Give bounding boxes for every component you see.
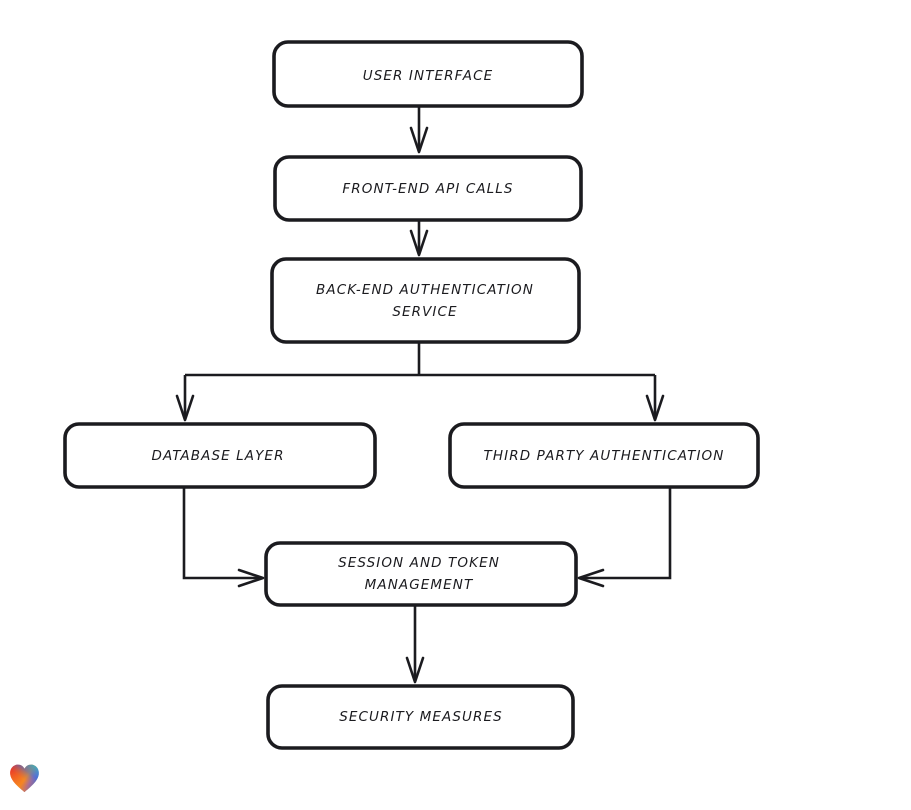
node-backend-auth-service-label-line1: BACK-END AUTHENTICATION — [316, 282, 534, 298]
edge-ui-to-frontend — [409, 106, 429, 154]
node-third-party-auth-shape[interactable] — [448, 422, 760, 489]
node-layer: USER INTERFACE FRONT-END API CALLS BACK-… — [63, 40, 760, 750]
node-security-measures-label: SECURITY MEASURES — [339, 709, 503, 725]
edge-thirdparty-to-session — [577, 487, 672, 588]
node-session-token-mgmt-label-line1: SESSION AND TOKEN — [338, 555, 500, 571]
edge-session-to-security — [405, 605, 425, 684]
node-backend-auth-service[interactable]: BACK-END AUTHENTICATION SERVICE — [270, 257, 581, 344]
node-frontend-api-calls-shape[interactable] — [273, 155, 583, 222]
node-session-token-mgmt-label-line2: MANAGEMENT — [365, 577, 474, 593]
node-backend-auth-service-label-line2: SERVICE — [392, 304, 457, 320]
edge-backend-to-database — [175, 375, 195, 422]
node-database-layer-label: DATABASE LAYER — [151, 448, 284, 464]
node-user-interface-label: USER INTERFACE — [363, 68, 493, 84]
node-session-token-mgmt[interactable]: SESSION AND TOKEN MANAGEMENT — [264, 541, 578, 607]
heart-icon — [10, 764, 39, 793]
node-backend-auth-service-shape[interactable] — [270, 257, 581, 344]
node-user-interface-shape[interactable] — [272, 40, 584, 108]
node-third-party-auth-label: THIRD PARTY AUTHENTICATION — [484, 448, 725, 464]
node-user-interface[interactable]: USER INTERFACE — [272, 40, 584, 108]
edge-backend-split-bus — [185, 342, 655, 377]
edge-database-to-session — [182, 487, 265, 588]
node-frontend-api-calls-label: FRONT-END API CALLS — [342, 181, 513, 197]
node-database-layer-shape[interactable] — [63, 422, 377, 489]
node-security-measures-shape[interactable] — [266, 684, 575, 750]
edge-layer — [175, 106, 672, 684]
edge-backend-to-thirdparty — [645, 375, 665, 422]
node-security-measures[interactable]: SECURITY MEASURES — [266, 684, 575, 750]
node-session-token-mgmt-shape[interactable] — [264, 541, 578, 607]
node-third-party-auth[interactable]: THIRD PARTY AUTHENTICATION — [448, 422, 760, 489]
node-database-layer[interactable]: DATABASE LAYER — [63, 422, 377, 489]
node-frontend-api-calls[interactable]: FRONT-END API CALLS — [273, 155, 583, 222]
edge-frontend-to-backend — [409, 220, 429, 257]
